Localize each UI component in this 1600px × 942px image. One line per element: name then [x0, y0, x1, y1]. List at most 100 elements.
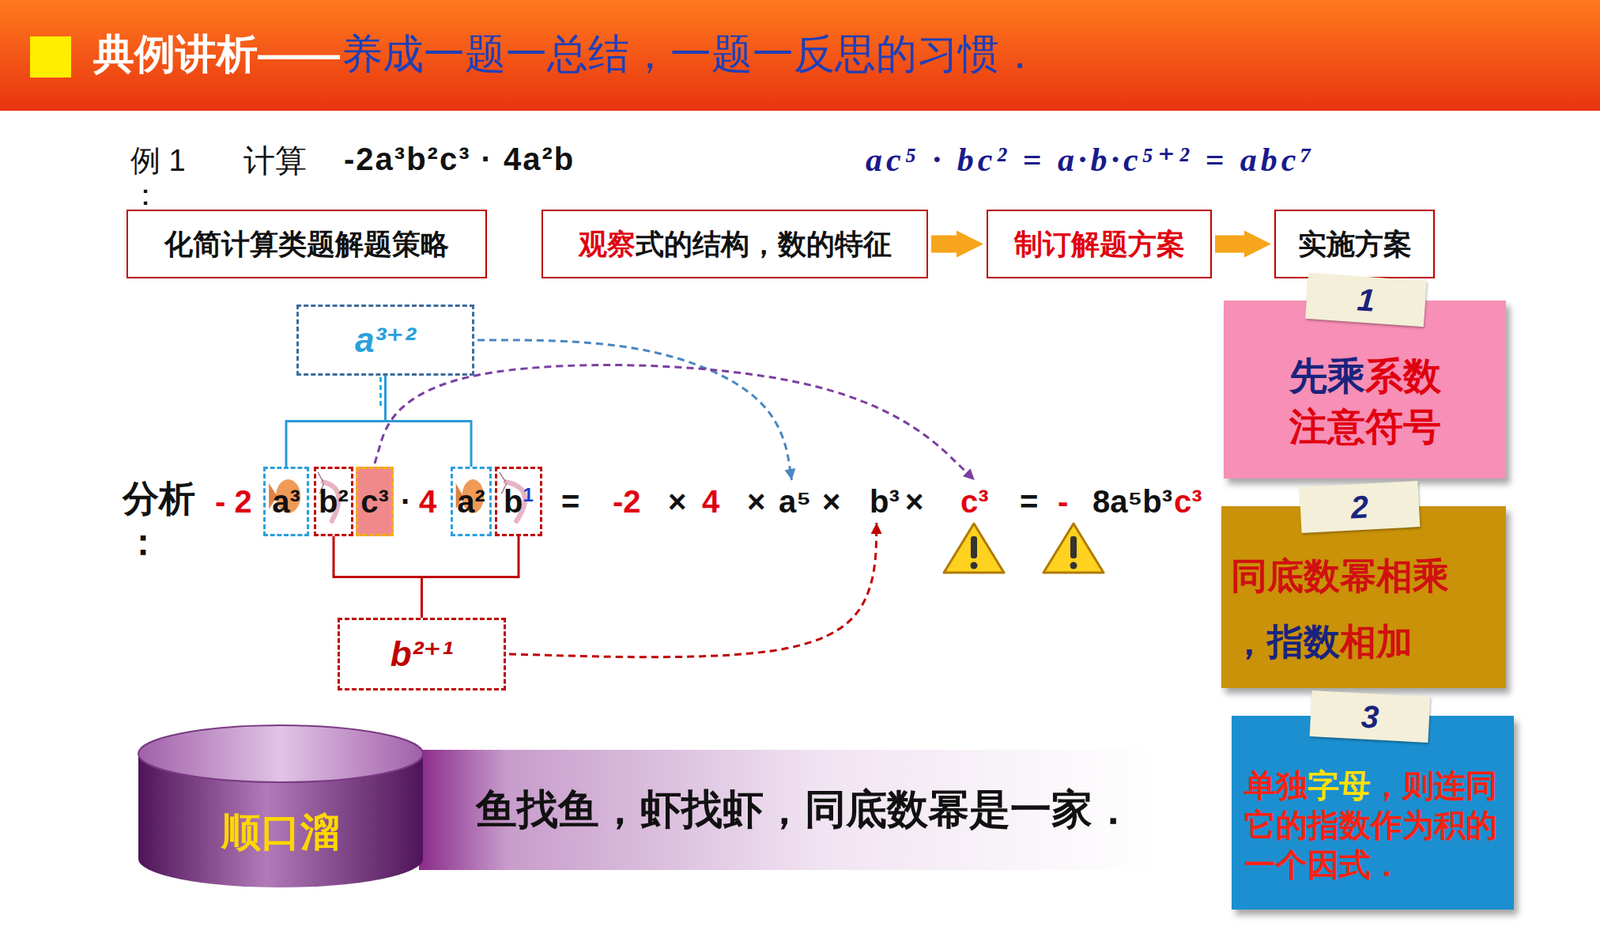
strategy-box: 化简计算类题解题策略 — [126, 209, 487, 279]
step-box: 实施方案 — [1274, 209, 1435, 279]
note-tab: 2 — [1299, 480, 1421, 533]
text-holder: a³⁺² — [354, 320, 416, 361]
operator: × — [822, 483, 841, 519]
text-holder: b²⁺¹ — [390, 633, 453, 675]
text-holder: 3 — [1360, 697, 1381, 735]
example-number: 例 1 — [130, 144, 186, 178]
exponent-sum-box: a³⁺² — [296, 304, 475, 376]
node-text: 相加 — [1339, 620, 1413, 662]
text-holder: a³ — [271, 483, 301, 520]
node-text: 观察 — [578, 227, 636, 261]
node-text: 鱼找鱼，虾找虾，同底数幂是一家． — [475, 785, 1134, 832]
node-text: 化简计算类题解题策略 — [164, 227, 450, 261]
factor-box: c³ — [355, 466, 394, 536]
factor-box: a³ — [263, 466, 310, 536]
note-tab: 3 — [1309, 690, 1431, 743]
text-holder: 单独字母，则连同它的指数作为积的一个因式． — [1244, 765, 1503, 884]
node-text: 式的结构，数的特征 — [635, 227, 892, 261]
expression: -2a³b²c³ · 4a²b — [343, 141, 575, 177]
node-text: b — [503, 483, 523, 519]
coefficient: -2 — [612, 483, 642, 519]
factor-box: a² — [450, 466, 492, 536]
coefficient: 4 — [418, 483, 437, 519]
node-text: a³ — [271, 483, 301, 519]
cylinder-shape — [137, 724, 424, 888]
bracket-stem — [379, 377, 382, 408]
operator: × — [667, 483, 687, 519]
text-holder: 1 — [1355, 280, 1376, 318]
mnemonic-cylinder: 顺口溜 — [137, 724, 424, 888]
text-holder: 制订解题方案 — [1014, 227, 1185, 261]
factor-box: b1 — [494, 466, 543, 536]
power-term: a⁵ — [778, 483, 812, 519]
text-holder: 2 — [1350, 487, 1370, 525]
text-holder: b² — [318, 483, 349, 520]
title-subtitle: 养成一题一总结，一题一反思的习惯． — [341, 31, 1041, 77]
node-text: b² — [318, 483, 349, 519]
node-text: 1 — [523, 483, 534, 506]
bracket-connector — [333, 535, 423, 618]
flow-arrow — [1215, 235, 1245, 253]
node-text: 先乘 — [1289, 354, 1366, 397]
node-text: 2 — [1350, 488, 1370, 525]
node-text: 注意符号 — [1234, 401, 1495, 453]
note-tab: 1 — [1305, 272, 1427, 327]
text-holder: 鱼找鱼，虾找虾，同底数幂是一家． — [475, 785, 1134, 834]
result-term: 8a⁵b³ — [1092, 483, 1173, 519]
text-holder: 实施方案 — [1298, 227, 1412, 261]
factor-box: b² — [313, 466, 354, 536]
node-text: 单独 — [1244, 767, 1308, 803]
text-holder: c³ — [360, 483, 389, 520]
sticky-note: 先乘系数注意符号1 — [1223, 300, 1506, 479]
bracket-connector — [422, 535, 520, 618]
power-term: b³ — [869, 483, 900, 519]
operator: = — [561, 483, 580, 519]
exponent-sum-box: b²⁺¹ — [337, 617, 506, 691]
coefficient: 4 — [701, 483, 720, 519]
punctuation: ： — [130, 178, 161, 212]
node-text: 1 — [1355, 281, 1376, 317]
leader-arrow — [509, 522, 877, 657]
step-box: 观察式的结构，数的特征 — [541, 209, 929, 279]
node-text: 系数 — [1365, 354, 1442, 397]
text-holder: 同底数幂相乘 ，指数相加 — [1230, 543, 1497, 675]
slide-title: 典例讲析—— — [93, 31, 340, 77]
analysis-heading: 分析 — [122, 478, 196, 519]
node-text: 同底数幂相乘 — [1230, 543, 1497, 609]
warning-icon — [943, 523, 1004, 573]
sign: - — [1057, 483, 1068, 519]
node-text: c³ — [360, 483, 389, 519]
node-text: a³⁺² — [354, 320, 416, 359]
text-holder: 先乘系数注意符号 — [1234, 350, 1495, 453]
operator: × — [747, 483, 766, 519]
operator: × — [905, 483, 924, 519]
formula-example: ac⁵ · bc² = a·b·c⁵⁺² = abc⁷ — [865, 141, 1316, 178]
sticky-note: 同底数幂相乘，指数相加2 — [1221, 505, 1506, 688]
text-holder: b1 — [503, 483, 534, 520]
node-text: ，指数 — [1230, 620, 1340, 662]
node-text: 3 — [1360, 698, 1381, 734]
operator: · — [400, 483, 412, 519]
mnemonic-band: 鱼找鱼，虾找虾，同底数幂是一家． — [418, 749, 1155, 870]
power-term: c³ — [960, 483, 989, 519]
punctuation: ： — [124, 521, 162, 563]
coefficient: - 2 — [215, 483, 253, 519]
leader-arrow — [374, 364, 975, 480]
node-text: b²⁺¹ — [390, 633, 453, 673]
step-box: 制订解题方案 — [986, 209, 1212, 279]
title-square — [30, 36, 72, 78]
instruction: 计算 — [243, 143, 307, 178]
node-text: 实施方案 — [1298, 227, 1412, 261]
text-holder: 观察式的结构，数的特征 — [578, 227, 892, 261]
node-text: 顺口溜 — [221, 809, 340, 854]
operator: = — [1019, 483, 1038, 519]
sticky-note: 单独字母，则连同它的指数作为积的一个因式．3 — [1231, 715, 1514, 910]
node-text: 字母 — [1307, 767, 1371, 803]
bracket-connector — [286, 375, 386, 467]
text-holder: 化简计算类题解题策略 — [164, 227, 450, 261]
warning-icon — [1043, 523, 1104, 573]
flow-arrow — [931, 235, 957, 253]
node-text: a² — [456, 483, 486, 519]
result-term: c³ — [1173, 483, 1203, 519]
